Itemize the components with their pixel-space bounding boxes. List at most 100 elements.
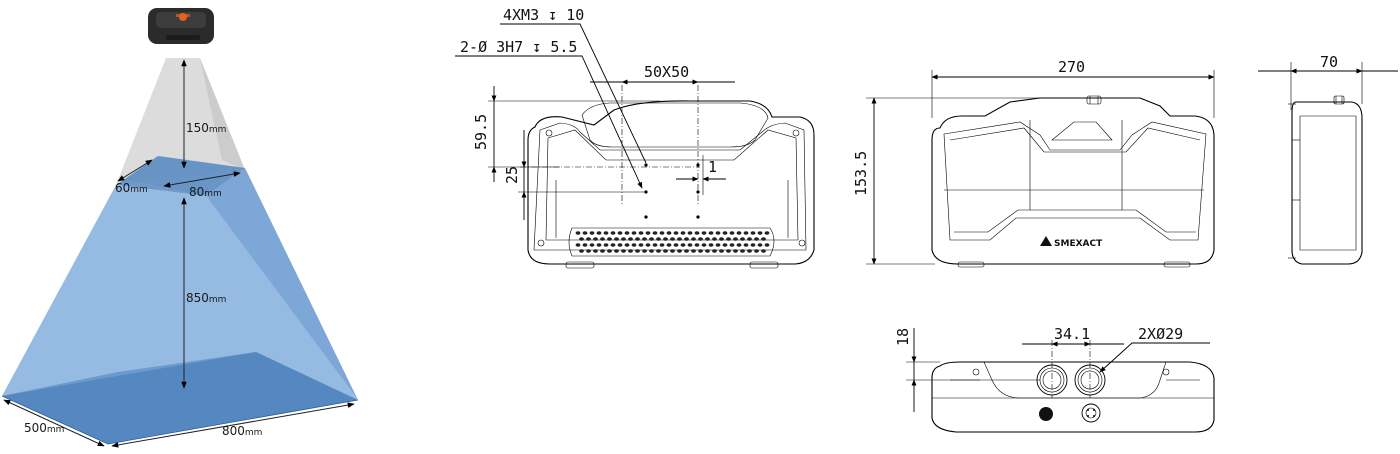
vent-hole [663,249,668,253]
vent-hole [635,249,640,253]
vent-hole [614,249,619,253]
vent-hole [603,243,609,247]
vent-hole [670,237,675,241]
vent-hole [701,243,707,247]
vent-hole [659,243,665,247]
vent-hole [722,231,728,235]
far-height-label: 500mm [24,421,64,435]
vent-hole [701,231,707,235]
tapped-hole-callout: 4XM3 ↧ 10 [503,6,584,24]
vent-hole [635,237,640,241]
vent-hole [747,237,752,241]
gap-dim: 1 [708,158,717,176]
vent-hole [708,231,714,235]
offset-side-dim: 25 [503,166,521,184]
vent-hole [610,231,616,235]
hole-dia-callout: 2XØ29 [1138,325,1183,343]
vent-hole [715,243,721,247]
vent-hole [712,237,717,241]
vent-hole [719,237,724,241]
vent-hole [750,231,756,235]
spacing-dim: 34.1 [1054,325,1090,343]
vent-hole [736,231,742,235]
vent-hole [666,243,672,247]
vent-hole [708,243,714,247]
vent-hole [596,243,602,247]
vent-hole [677,237,682,241]
vent-hole [579,237,584,241]
vent-hole [600,249,605,253]
vent-hole [624,231,630,235]
vent-hole [729,231,735,235]
vent-hole [705,249,710,253]
vent-hole [614,237,619,241]
vent-hole [757,231,763,235]
far-width-label: 800mm [222,424,262,438]
vent-hole [705,237,710,241]
vent-hole [719,249,724,253]
vent-hole [656,237,661,241]
vent-hole [652,243,658,247]
vent-hole [698,237,703,241]
vent-hole [663,237,668,241]
vent-hole [687,243,693,247]
vent-hole [694,243,700,247]
vent-hole [589,231,595,235]
vent-hole [638,231,644,235]
vent-hole [600,237,605,241]
vent-hole [603,231,609,235]
vent-hole [764,231,770,235]
vent-hole [642,249,647,253]
vent-hole [698,249,703,253]
vent-hole [680,243,686,247]
side-view: 70 [1258,53,1398,265]
width-dim: 270 [1058,58,1085,76]
vent-hole [740,237,745,241]
vent-hole [757,243,763,247]
vent-hole [712,249,717,253]
vent-hole [670,249,675,253]
near-width-label: 80mm [189,185,222,199]
vent-hole [750,243,756,247]
vent-hole [715,231,721,235]
vent-hole [740,249,745,253]
vent-hole [593,237,598,241]
edge-dim: 18 [894,328,912,346]
vent-hole [743,231,749,235]
vent-hole [691,237,696,241]
vent-hole [607,237,612,241]
vent-hole [628,237,633,241]
vent-hole [631,243,637,247]
vent-hole [582,231,588,235]
vent-hole [687,231,693,235]
vent-hole [691,249,696,253]
vent-hole [582,243,588,247]
vent-hole [666,231,672,235]
vent-hole [624,243,630,247]
logo-text: SMEXACT [1054,239,1103,249]
vent-hole [589,243,595,247]
far-depth-label: 850mm [186,291,226,305]
vent-hole [575,231,581,235]
vent-hole [631,231,637,235]
vent-hole [722,243,728,247]
vent-hole [645,243,651,247]
vent-hole [684,237,689,241]
pin-hole-callout: 2-Ø 3H7 ↧ 5.5 [460,38,577,56]
vent-hole [656,249,661,253]
vent-hole [593,249,598,253]
vent-hole [761,237,766,241]
vent-hole [726,237,731,241]
top-view: 34.1 2XØ29 18 [894,325,1215,433]
vent-hole [736,243,742,247]
vent-hole [754,237,759,241]
vent-hole [673,243,679,247]
vent-hole [607,249,612,253]
depth-dim: 70 [1320,53,1338,71]
vent-hole [726,249,731,253]
vent-hole [579,249,584,253]
vent-hole [621,249,626,253]
vent-hole [761,249,766,253]
offset-top-dim: 59.5 [472,114,490,150]
vent-hole [659,231,665,235]
